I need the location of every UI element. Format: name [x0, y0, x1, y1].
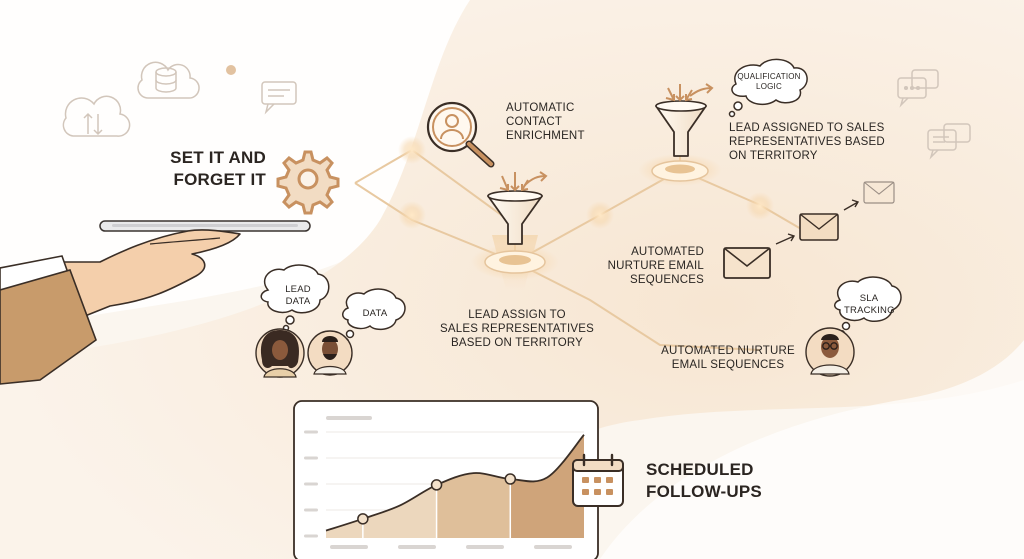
thought-bubble-lead-data [260, 264, 330, 332]
lead-assign-center-label: LEAD ASSIGN TO SALES REPRESENTATIVES BAS… [436, 308, 598, 350]
lead-assign-line3: BASED ON TERRITORY [450, 337, 584, 349]
nurture-bottom-line2: EMAIL SEQUENCES [671, 359, 785, 371]
chart-x-tick [466, 545, 504, 549]
lead-assign-line1: LEAD ASSIGN TO [468, 309, 566, 321]
chat-icon [261, 81, 297, 115]
connector-glows [398, 136, 774, 229]
envelope-icon [723, 181, 895, 279]
assigned-territory-line2: REPRESENTATIVES BASED [729, 136, 885, 148]
assigned-territory-line3: ON TERRITORY [729, 150, 818, 162]
thought-bubble-data [342, 288, 406, 344]
nurture-right-line2: NURTURE EMAIL [607, 260, 704, 272]
chart-area-segment [436, 473, 511, 538]
followups-line1: SCHEDULED [646, 460, 754, 479]
chart-x-ticks [330, 545, 572, 549]
enrichment-label: AUTOMATIC CONTACT ENRICHMENT [506, 101, 585, 143]
chart-point [357, 513, 369, 525]
assigned-territory-label: LEAD ASSIGNED TO SALES REPRESENTATIVES B… [729, 121, 885, 163]
followups-line2: FOLLOW-UPS [646, 482, 762, 501]
chart-x-tick [330, 545, 368, 549]
thought-bubble-qualification [728, 58, 808, 118]
lead-data-bubble-text: LEAD DATA [275, 284, 321, 308]
enrichment-line1: AUTOMATIC [506, 102, 575, 114]
chart-y-tick [304, 456, 318, 460]
avatar-man [307, 330, 353, 376]
tablet [99, 220, 311, 232]
chart-point [504, 473, 517, 485]
magnifier-person-icon [426, 101, 495, 168]
chart-area-segment [510, 434, 584, 538]
headline: SET IT AND FORGET IT [162, 147, 266, 191]
headline-line2: FORGET IT [173, 170, 266, 189]
qualification-line2: LOGIC [756, 82, 782, 91]
chart-area-segment [362, 484, 437, 538]
nurture-right-line1: AUTOMATED [631, 246, 704, 258]
nurture-bottom-line1: AUTOMATED NURTURE [661, 345, 795, 357]
nurture-right-label: AUTOMATED NURTURE EMAIL SEQUENCES [600, 245, 704, 287]
nurture-right-line3: SEQUENCES [629, 274, 704, 286]
chart-y-tick [304, 508, 318, 512]
chart-x-tick [534, 545, 572, 549]
lead-data-line2: DATA [285, 296, 311, 307]
hand-illustration [0, 229, 241, 385]
avatar-glasses [805, 327, 855, 377]
funnel-icon-top [638, 83, 722, 186]
data-bubble-line: DATA [362, 308, 388, 319]
followups-label: SCHEDULED FOLLOW-UPS [646, 459, 762, 503]
sla-line1: SLA [859, 293, 879, 304]
chart-point [430, 479, 443, 491]
chart-areas [326, 434, 584, 538]
enrichment-line2: CONTACT [506, 116, 563, 128]
chart-x-tick [398, 545, 436, 549]
chat-icon-right [897, 69, 971, 160]
chart-y-tick [304, 482, 318, 486]
gear-icon [276, 150, 340, 215]
qualification-bubble-text: QUALIFICATION LOGIC [734, 72, 804, 92]
chart-y-tick [304, 430, 318, 434]
background-blob-bottom [600, 340, 1024, 559]
chart-markers [357, 473, 517, 525]
decor-dot [226, 65, 236, 75]
nurture-bottom-label: AUTOMATED NURTURE EMAIL SEQUENCES [656, 344, 800, 372]
cloud-database-icon [137, 61, 200, 99]
avatar-woman [255, 328, 305, 378]
chart-area-segment [326, 518, 363, 538]
lead-data-line1: LEAD [285, 284, 311, 295]
enrichment-line3: ENRICHMENT [506, 130, 585, 142]
sla-line2: TRACKING [844, 305, 895, 316]
lead-assign-line2: SALES REPRESENTATIVES [440, 323, 594, 335]
headline-line1: SET IT AND [170, 148, 266, 167]
funnel-icon [471, 171, 559, 290]
assigned-territory-line1: LEAD ASSIGNED TO SALES [729, 122, 885, 134]
data-bubble-text: DATA [352, 308, 398, 320]
sla-bubble-text: SLA TRACKING [844, 293, 894, 317]
chart-y-tick [304, 534, 318, 538]
qualification-line1: QUALIFICATION [737, 72, 801, 81]
cloud-sync-icon [62, 95, 131, 137]
calendar-icon [572, 453, 624, 507]
